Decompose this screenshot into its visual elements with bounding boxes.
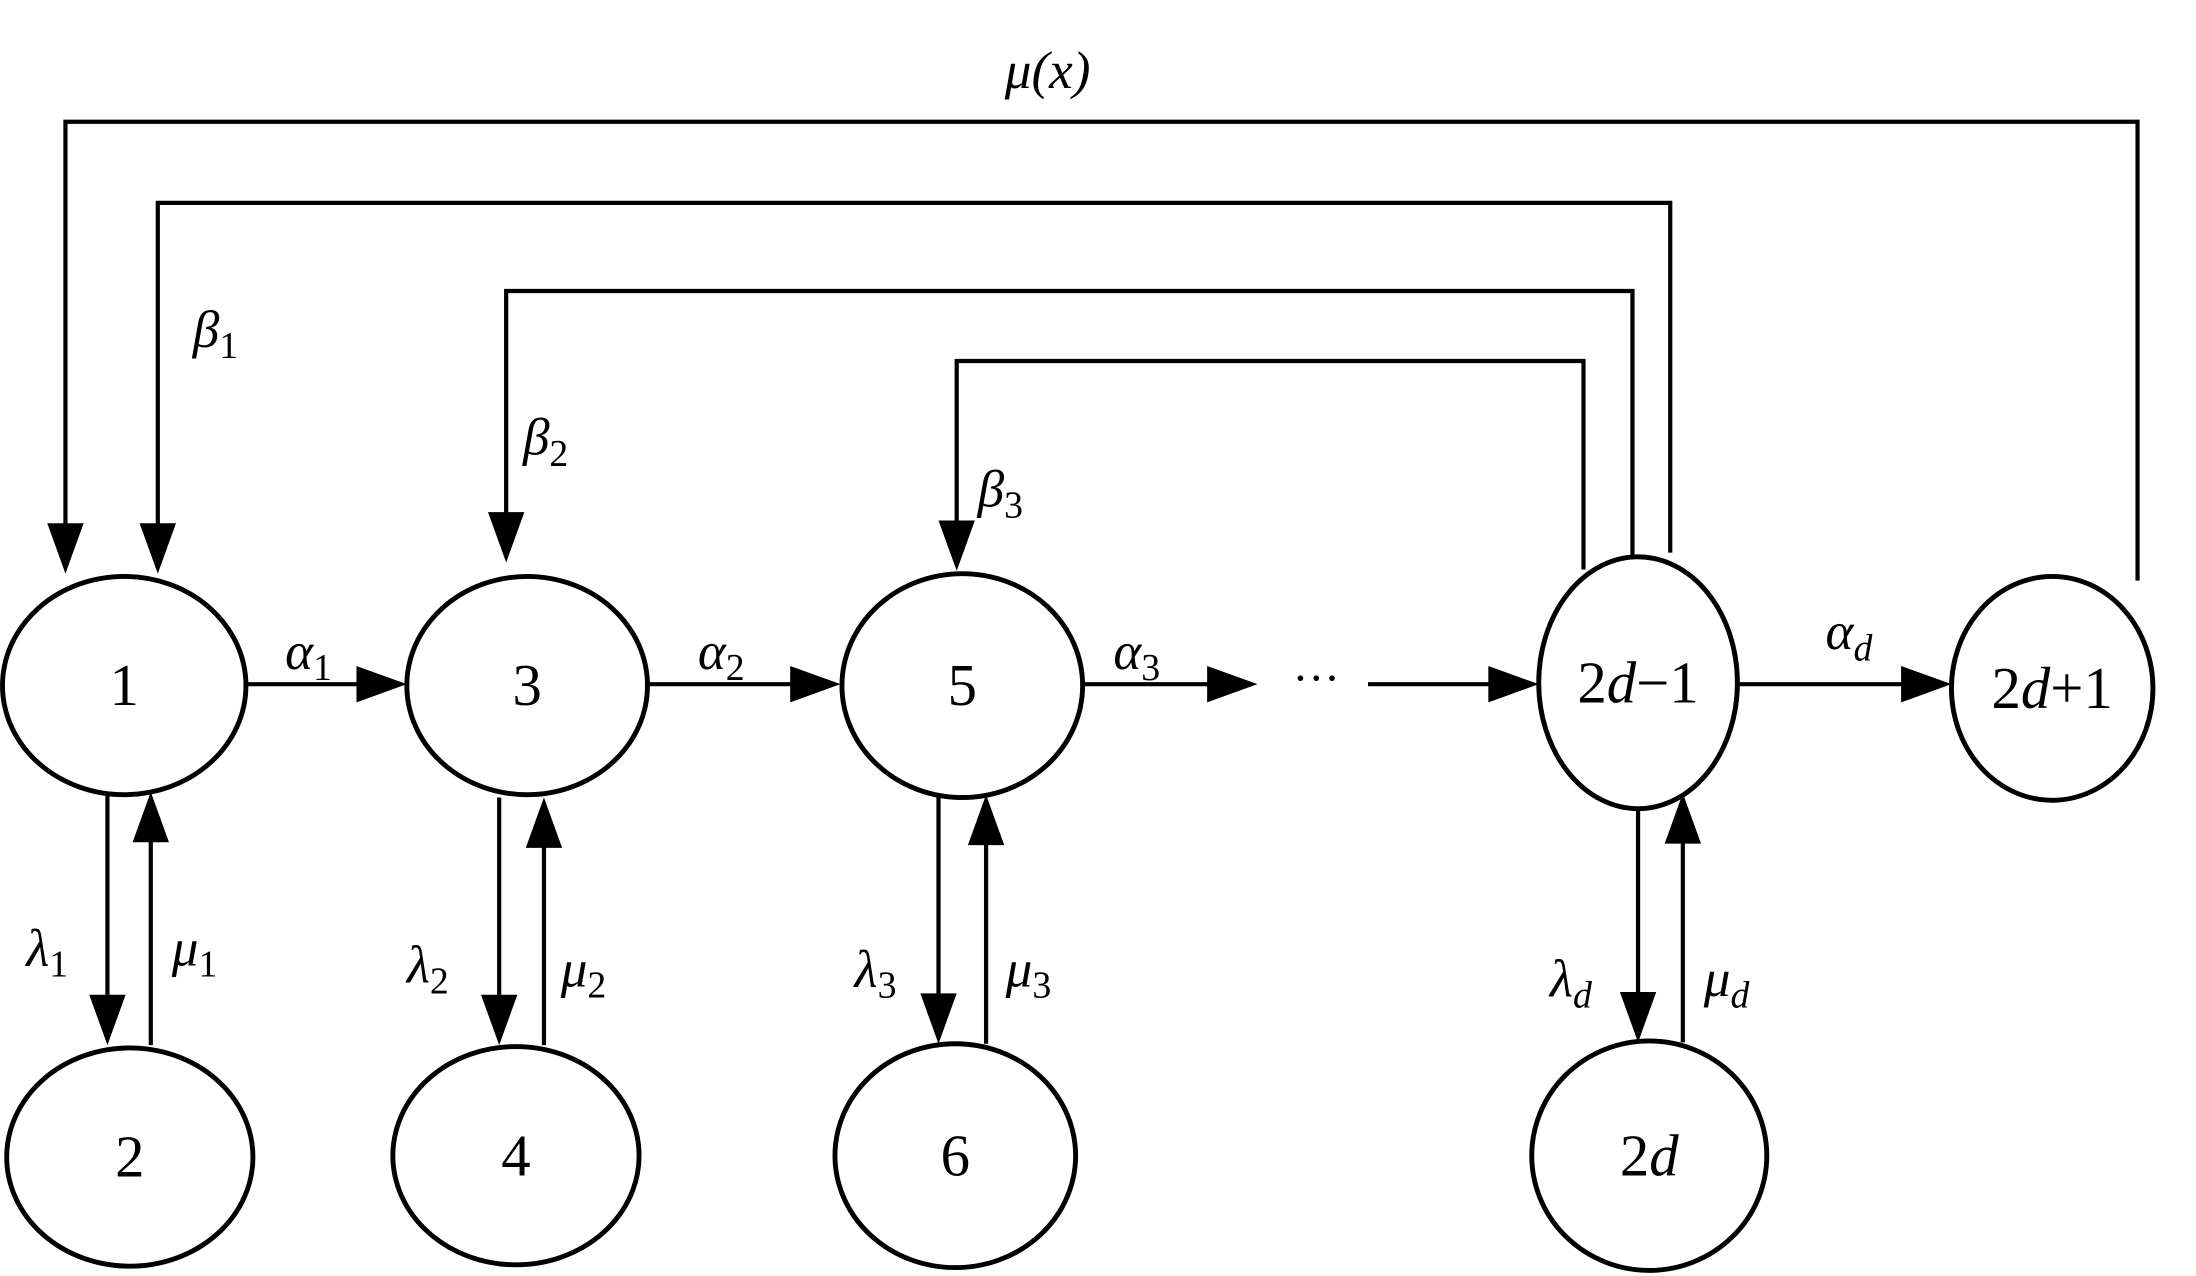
state-label: 3 — [512, 653, 541, 718]
arrowhead — [487, 512, 525, 563]
state-circle — [1529, 1038, 1770, 1273]
state-circle — [390, 1044, 642, 1268]
transition-rate-label: μ1 — [171, 919, 218, 985]
beta-1-feedback-line — [155, 200, 1673, 553]
arrowhead — [1619, 991, 1657, 1043]
arrowhead — [47, 523, 84, 574]
beta-3-feedback-line — [954, 358, 1586, 570]
arrowhead — [132, 791, 169, 843]
transition-rate-label: λ3 — [853, 940, 897, 1006]
transition-rate-label: μ3 — [1005, 940, 1052, 1006]
labels-layer: α1 α2 α3 ··· αd λ1 μ1 λ2 μ2 λ3 μ3 λd μd μ(x) β1 β2 β3 — [24, 42, 1872, 1016]
state-node: 5 — [839, 571, 1086, 800]
arrowhead — [938, 520, 975, 571]
state-label: 4 — [501, 1123, 530, 1188]
state-circle — [1949, 573, 2156, 803]
arrowhead — [1207, 665, 1258, 703]
state-node: 3 — [404, 573, 650, 798]
transition-rate-label: λ2 — [405, 936, 449, 1002]
transition-rate-label: μd — [1703, 950, 1750, 1016]
arrowhead — [356, 665, 407, 703]
transition-rate-label: β3 — [977, 460, 1023, 526]
nodes-layer: 1 2 3 4 5 6 2d−1 2d 2d+1 — [0, 554, 2156, 1273]
state-circle — [1536, 554, 1740, 812]
transition-rate-label: α3 — [1113, 623, 1160, 689]
state-circle — [839, 571, 1086, 800]
state-label: 2d−1 — [1577, 650, 1698, 715]
arrowhead — [790, 665, 841, 703]
state-node: 2d+1 — [1949, 573, 2156, 803]
transition-rate-label: α1 — [285, 623, 332, 689]
arrowhead — [1901, 665, 1952, 703]
transition-rate-label: αd — [1826, 603, 1873, 669]
transition-rate-label: α2 — [698, 623, 745, 689]
state-circle — [404, 573, 650, 798]
state-circle — [0, 573, 249, 798]
arrowhead — [139, 523, 176, 574]
transition-rate-label: β1 — [192, 301, 238, 367]
arrowhead — [480, 994, 518, 1046]
arrowhead — [1664, 793, 1702, 844]
mu-x-feedback-line — [63, 119, 2140, 581]
state-circle — [832, 1041, 1079, 1271]
state-label: 1 — [110, 653, 139, 718]
transition-rate-label: λ1 — [24, 919, 68, 985]
state-label: 2 — [115, 1125, 144, 1190]
state-node: 6 — [832, 1041, 1079, 1271]
transition-rate-label: μ2 — [560, 940, 607, 1006]
arrowhead — [967, 794, 1005, 846]
state-circle — [4, 1045, 256, 1269]
arrowhead — [89, 994, 126, 1046]
state-node: 2 — [4, 1045, 256, 1269]
state-node: 2d — [1529, 1038, 1770, 1273]
edges-layer — [47, 119, 2140, 1046]
state-label: 2d+1 — [1992, 656, 2113, 721]
arrowhead — [920, 993, 957, 1044]
transition-rate-label: β2 — [522, 409, 568, 475]
transition-rate-label: λd — [1548, 950, 1592, 1016]
mu-x-label: μ(x) — [1004, 42, 1091, 100]
state-node: 1 — [0, 573, 249, 798]
ellipsis: ··· — [1292, 653, 1340, 705]
state-node: 4 — [390, 1044, 642, 1268]
state-label: 2d — [1620, 1123, 1679, 1188]
arrowhead — [525, 797, 563, 848]
state-label: 5 — [948, 653, 977, 718]
beta-2-feedback-line — [504, 288, 1635, 556]
state-label: 6 — [941, 1123, 970, 1188]
arrowhead — [1488, 665, 1539, 703]
state-node: 2d−1 — [1536, 554, 1740, 812]
